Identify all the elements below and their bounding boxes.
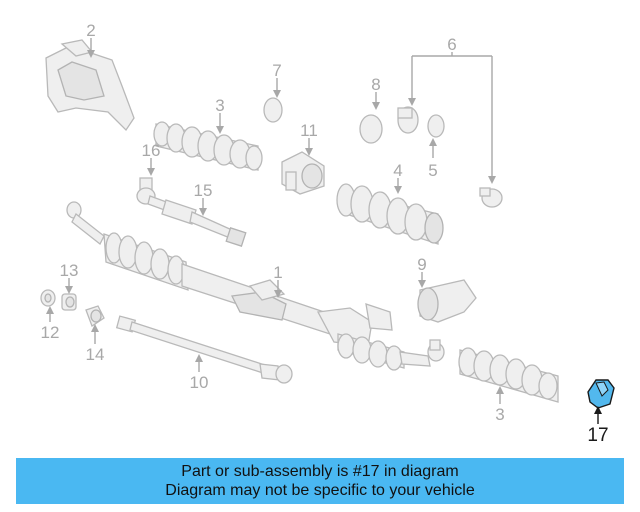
banner-line-1: Part or sub-assembly is #17 in diagram: [181, 463, 459, 480]
part-4-boot: [336, 183, 444, 245]
part-17-highlighted[interactable]: [587, 379, 615, 409]
callout-12: 12: [41, 323, 60, 342]
callout-7: 7: [272, 61, 281, 80]
callout-10: 10: [190, 373, 209, 392]
part-8-seal: [359, 114, 383, 144]
part-5-seal: [427, 114, 445, 138]
parts-diagram: 2 3 7 8 11 5 4 6 16 15 1 9 13 12 14 10 3…: [40, 21, 615, 446]
callout-9: 9: [417, 255, 426, 274]
callout-6: 6: [447, 35, 456, 54]
part-3-lower-boot: [458, 347, 559, 403]
callout-2: 2: [86, 21, 95, 40]
callout-1: 1: [273, 263, 282, 282]
part-3-upper-boot: [153, 121, 263, 171]
part-9-boot: [417, 279, 477, 323]
callout-5: 5: [428, 161, 437, 180]
part-1-rack-housing: [66, 201, 445, 371]
part-6-clamps: [397, 106, 503, 208]
part-10-tie-rod: [115, 315, 293, 384]
callout-3-lower: 3: [495, 405, 504, 424]
callout-17: 17: [587, 425, 608, 446]
part-13-bushing: [61, 293, 77, 311]
callout-16: 16: [142, 141, 161, 160]
banner-line-2: Diagram may not be specific to your vehi…: [165, 482, 475, 499]
part-2-heat-shield: [45, 39, 135, 132]
leader-lines: [46, 38, 602, 424]
callout-13: 13: [60, 261, 79, 280]
callout-8: 8: [371, 75, 380, 94]
info-banner: Part or sub-assembly is #17 in diagram D…: [16, 458, 624, 504]
part-15-inner-tie-rod: [161, 199, 247, 247]
callout-4: 4: [393, 161, 402, 180]
callout-3-upper: 3: [215, 96, 224, 115]
callout-11: 11: [300, 121, 318, 140]
part-14-bushing: [85, 305, 105, 327]
part-7-seal: [263, 97, 283, 123]
callout-14: 14: [86, 345, 105, 364]
callout-15: 15: [194, 181, 213, 200]
part-11-mount: [281, 151, 325, 195]
callout-labels: 2 3 7 8 11 5 4 6 16 15 1 9 13 12 14 10 3…: [41, 21, 609, 446]
part-12-nut: [40, 289, 56, 307]
